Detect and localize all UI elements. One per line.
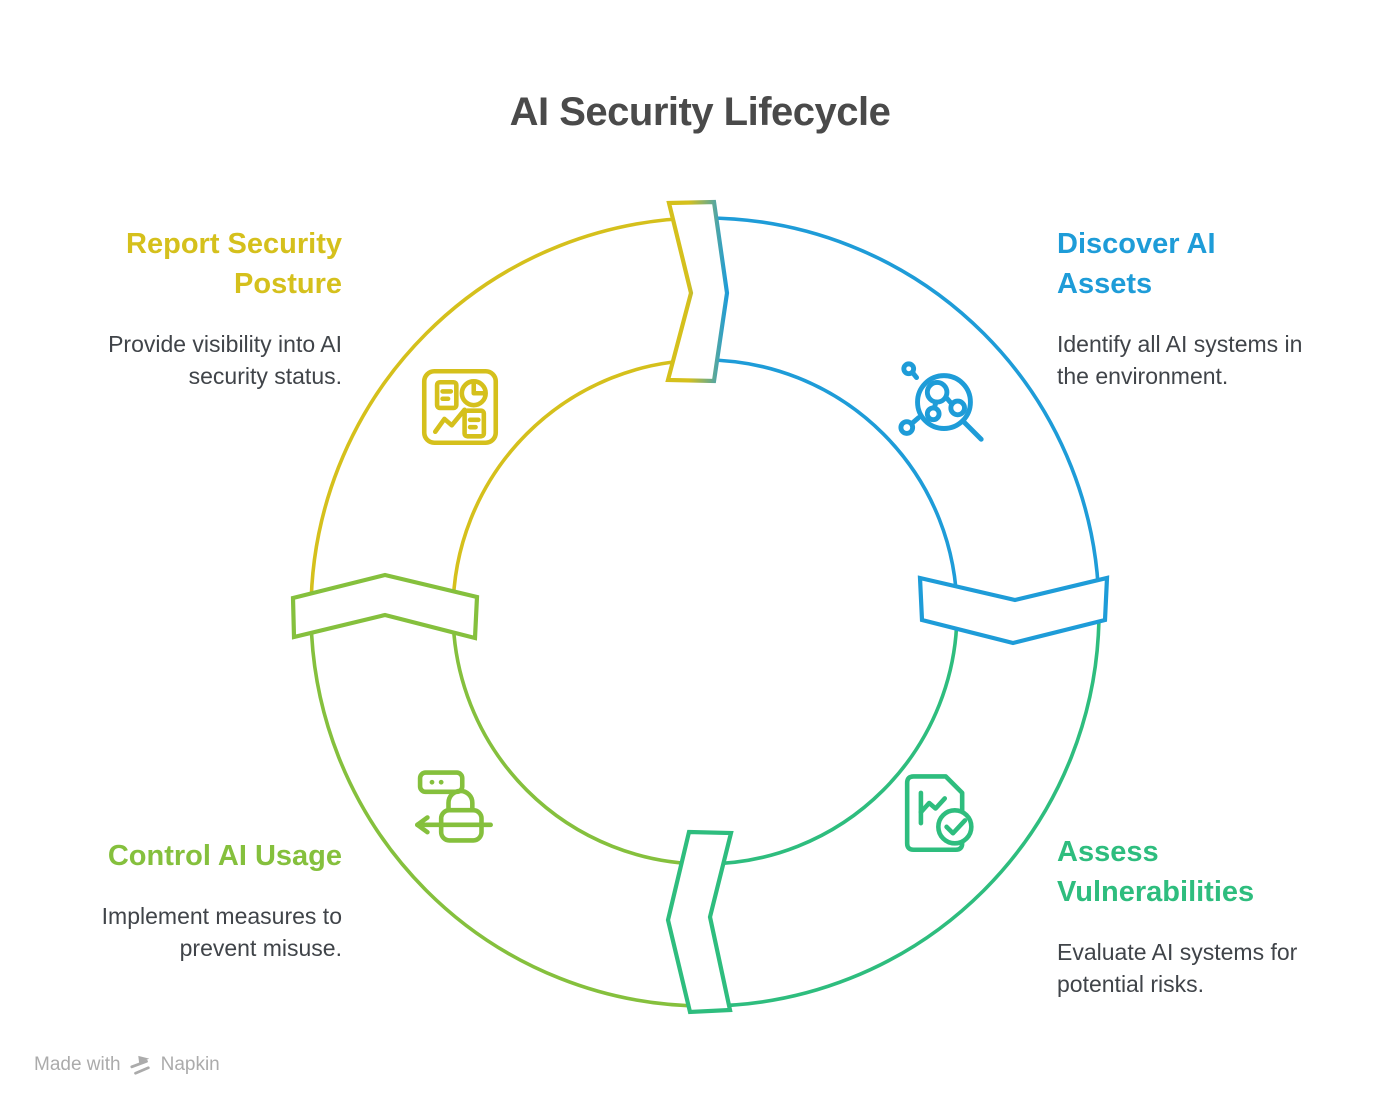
ring-outer-circle	[309, 216, 1101, 1008]
document-check-icon	[904, 774, 974, 853]
chevron-bottom-icon	[665, 829, 734, 1015]
ring-arc-inner-top-left	[451, 358, 706, 613]
ring-arc-inner-bottom-right	[704, 611, 959, 866]
step-assess-vulnerabilities: Assess Vulnerabilities Evaluate AI syste…	[1057, 832, 1387, 1000]
step-description-report: Provide visibility into AI security stat…	[108, 331, 342, 390]
ring-inner-circle	[451, 358, 959, 866]
report-dashboard-icon	[421, 368, 499, 446]
ring-arc-inner-bottom-left	[451, 611, 706, 866]
ring-arc-outer-bottom-right	[704, 611, 1101, 1008]
step-title-control: Control AI Usage	[107, 840, 342, 872]
lock-arrow-icon	[415, 770, 493, 843]
step-report-security-posture: Report Security Posture Provide visibili…	[12, 224, 342, 392]
ring-arc-inner-top-right	[704, 358, 959, 613]
napkin-logo-icon	[130, 1055, 150, 1075]
step-control-ai-usage: Control AI Usage Implement measures to p…	[12, 836, 342, 964]
ring-arc-outer-bottom-left	[309, 611, 706, 1008]
ring-chevrons	[290, 199, 1110, 1015]
step-description-assess: Evaluate AI systems for potential risks.	[1057, 939, 1298, 998]
ring-arc-outer-top-left	[309, 216, 706, 613]
napkin-watermark-link[interactable]: Made with Napkin	[34, 1054, 220, 1076]
watermark-brand: Napkin	[160, 1054, 220, 1075]
ring-arc-outer-top-right	[704, 216, 1101, 613]
magnifier-network-icon	[898, 361, 984, 442]
chevron-right-icon	[917, 575, 1110, 646]
page-title: AI Security Lifecycle	[509, 90, 891, 134]
step-title-discover: Discover AI Assets	[1057, 228, 1216, 301]
chevron-top-icon	[665, 199, 730, 384]
chevron-left-icon	[290, 572, 480, 641]
step-description-control: Implement measures to prevent misuse.	[101, 903, 342, 962]
step-title-report: Report Security Posture	[126, 228, 342, 301]
step-discover-ai-assets: Discover AI Assets Identify all AI syste…	[1057, 224, 1387, 392]
step-description-discover: Identify all AI systems in the environme…	[1057, 331, 1303, 390]
step-title-assess: Assess Vulnerabilities	[1057, 836, 1255, 909]
watermark-prefix: Made with	[34, 1054, 121, 1075]
